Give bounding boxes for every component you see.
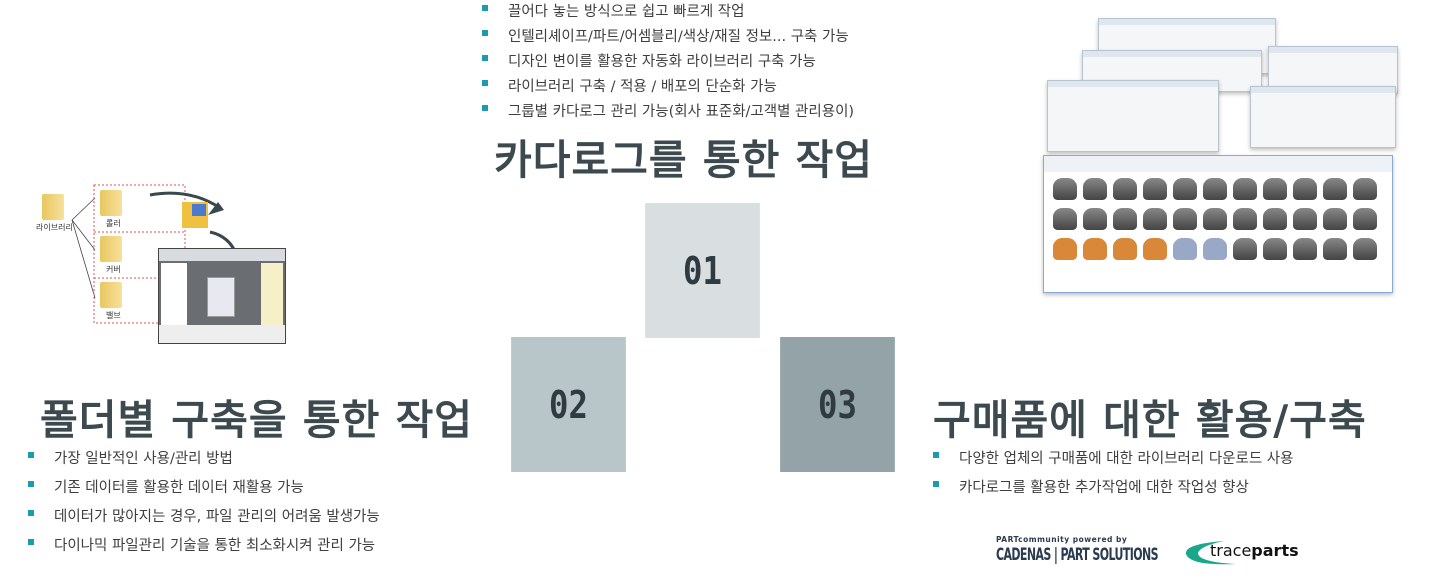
catalog-window-blocks: [1047, 80, 1219, 152]
bullet-text: 다양한 업체의 구매품에 대한 라이브러리 다운로드 사용: [959, 451, 1294, 467]
bullet-text: 가장 일반적인 사용/관리 방법: [54, 451, 233, 467]
folder-icon: [100, 236, 122, 262]
folder-label-cover: 커버: [106, 265, 121, 274]
bullet-text: 그룹별 카다로그 관리 가능(회사 표준화/고객별 관리용이): [508, 104, 855, 120]
bullet-text: 카다로그를 활용한 추가작업에 대한 작업성 향상: [959, 480, 1249, 496]
catalog-window-parts: [1043, 155, 1393, 293]
folder-icon: [100, 190, 122, 216]
folder-icon: [100, 282, 122, 308]
box-03: 03: [780, 337, 895, 472]
bullet-text: 디자인 변이를 활용한 자동화 라이브러리 구축 가능: [508, 54, 816, 70]
bullet-text: 기존 데이터를 활용한 데이터 재활용 가능: [54, 480, 304, 496]
bullet-item: 가장 일반적인 사용/관리 방법: [28, 447, 380, 476]
bullet-item: 인텔리셰이프/파트/어셈블리/색상/재질 정보... 구축 가능: [482, 25, 854, 50]
bullet-item: 그룹별 카다로그 관리 가능(회사 표준화/고객별 관리용이): [482, 100, 854, 125]
bullet-item: 디자인 변이를 활용한 자동화 라이브러리 구축 가능: [482, 50, 854, 75]
catalog-title: 카다로그를 통한 작업: [494, 136, 874, 184]
bullet-text: 다이나믹 파일관리 기술을 통한 최소화시켜 관리 가능: [54, 538, 376, 554]
traceparts-swoosh: [1185, 541, 1236, 565]
bullet-item: 끌어다 놓는 방식으로 쉽고 빠르게 작업: [482, 0, 854, 25]
bullet-text: 인텔리셰이프/파트/어셈블리/색상/재질 정보... 구축 가능: [508, 29, 849, 45]
bullet-item: 기존 데이터를 활용한 데이터 재활용 가능: [28, 476, 380, 505]
bullet-item: 다이나믹 파일관리 기술을 통한 최소화시켜 관리 가능: [28, 534, 380, 563]
bullet-text: 끌어다 놓는 방식으로 쉽고 빠르게 작업: [508, 4, 745, 20]
catalog-bullets: 끌어다 놓는 방식으로 쉽고 빠르게 작업 인텔리셰이프/파트/어셈블리/색상/…: [482, 0, 854, 125]
cad-screenshot: [158, 248, 286, 344]
purchased-title: 구매품에 대한 활용/구축: [933, 396, 1367, 444]
bullet-item: 카다로그를 활용한 추가작업에 대한 작업성 향상: [933, 476, 1293, 505]
folder-label-root: 라이브러리: [36, 223, 73, 232]
bullet-item: 데이터가 많아지는 경우, 파일 관리의 어려움 발생가능: [28, 505, 380, 534]
folder-label-roller: 롤러: [106, 219, 121, 228]
bullet-text: 데이터가 많아지는 경우, 파일 관리의 어려움 발생가능: [54, 509, 380, 525]
folder-bullets: 가장 일반적인 사용/관리 방법 기존 데이터를 활용한 데이터 재활용 가능 …: [28, 447, 380, 563]
folder-diagram: 라이브러리 롤러 커버 밸브: [30, 180, 290, 350]
bullet-item: 다양한 업체의 구매품에 대한 라이브러리 다운로드 사용: [933, 447, 1293, 476]
folder-label-valve: 밸브: [106, 311, 121, 320]
catalog-window-sections: [1250, 86, 1396, 148]
folder-icon: [42, 194, 64, 220]
cadenas-logo: CADENAS | PART SOLUTIONS: [996, 545, 1159, 565]
box-01: 01: [645, 203, 760, 338]
traceparts-light: trace: [1210, 541, 1252, 560]
bullet-item: 라이브러리 구축 / 적용 / 배포의 단순화 가능: [482, 75, 854, 100]
traceparts-bold: parts: [1251, 541, 1299, 560]
purchased-bullets: 다양한 업체의 구매품에 대한 라이브러리 다운로드 사용 카다로그를 활용한 …: [933, 447, 1293, 505]
folder-title: 폴더별 구축을 통한 작업: [40, 396, 474, 444]
bullet-text: 라이브러리 구축 / 적용 / 배포의 단순화 가능: [508, 79, 777, 95]
traceparts-logo: traceparts: [1184, 538, 1304, 568]
traceparts-text: traceparts: [1210, 541, 1299, 560]
box-02: 02: [511, 337, 626, 472]
partcommunity-logo-caption: PARTcommunity powered by: [996, 535, 1128, 544]
